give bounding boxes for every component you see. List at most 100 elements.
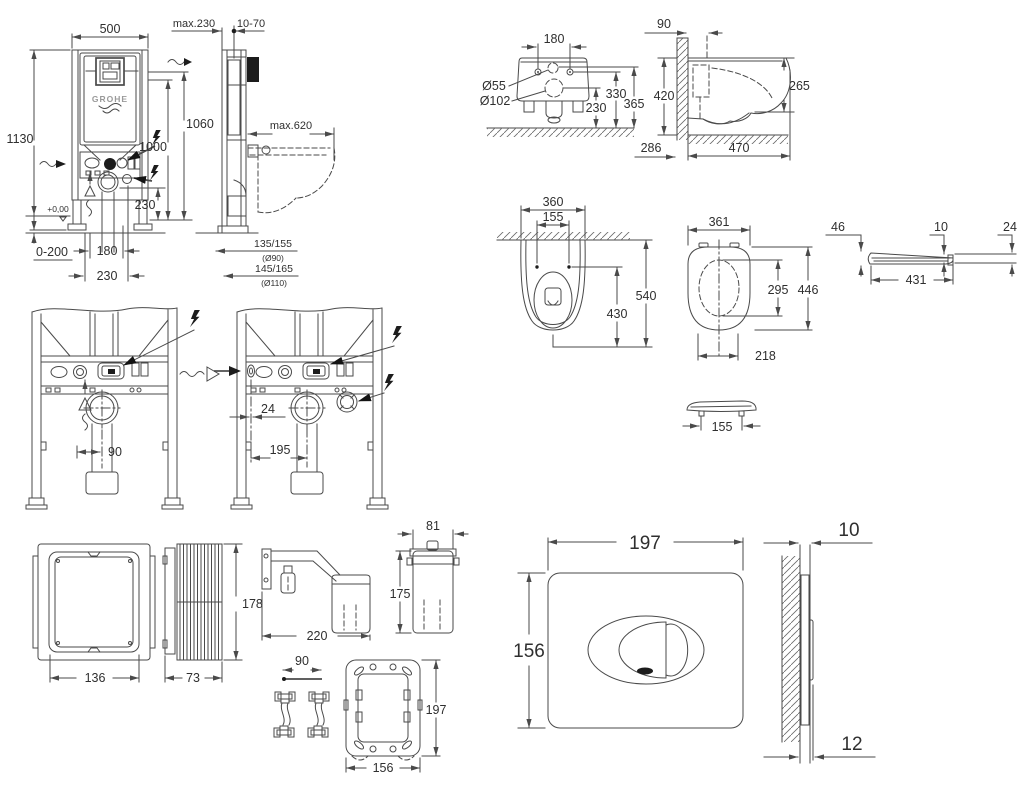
anchor-icon	[307, 691, 330, 738]
ground-hatch	[688, 135, 788, 144]
dim-label: 178	[242, 597, 263, 611]
dim-label: 540	[636, 289, 657, 303]
dim-label: 265	[789, 79, 810, 93]
bowl-side-view: 90 420 286 265 470	[634, 17, 810, 161]
dim-label: 230	[135, 198, 156, 212]
dim-label: (Ø110)	[261, 278, 287, 288]
install-step-1: 90	[25, 307, 220, 510]
dim-label: 81	[426, 519, 440, 533]
service-box-front: 136	[32, 543, 156, 685]
dim-label: max.230	[173, 18, 215, 30]
install-step-2: 24 195	[214, 307, 402, 510]
plate-profile	[800, 574, 810, 726]
dim-label: 286	[641, 141, 662, 155]
dim-label: 180	[544, 32, 565, 46]
dim-label: 431	[906, 273, 927, 287]
dim-label: 1130	[7, 132, 34, 146]
dim-label: 430	[607, 307, 628, 321]
dim-label: 1000	[139, 140, 167, 154]
dim-label: 10	[838, 520, 859, 541]
dim-label: 73	[186, 671, 200, 685]
dim-label: 90	[295, 654, 309, 668]
dim-label: 361	[709, 215, 730, 229]
button-profile	[808, 619, 814, 681]
lid-profile-view: 155	[682, 400, 761, 434]
dim-label: 195	[270, 443, 291, 457]
lightning-icon	[150, 165, 159, 181]
dim-label: 10	[934, 220, 948, 234]
flush-button-small[interactable]	[665, 623, 689, 677]
dim-label: Ø55	[482, 79, 506, 93]
dim-label: 12	[841, 734, 862, 755]
dim-label: 330	[606, 87, 627, 101]
lightning-icon	[392, 326, 402, 344]
bowl-outline-dashed	[247, 147, 336, 214]
frame-front-view: GROHE 500 1130 1060 1000 230 180 230 0-2…	[7, 22, 214, 283]
dim-label: 0-200	[36, 245, 68, 259]
dim-label: 295	[768, 283, 789, 297]
supply-arrow-icon	[56, 160, 66, 168]
dim-label: 197	[426, 703, 447, 717]
dim-label: 24	[261, 402, 275, 416]
dim-label: 360	[543, 195, 564, 209]
seat-profile-view: 46 10 24 431	[825, 220, 1017, 287]
fixing-anchors	[273, 691, 330, 738]
wall-hatch	[782, 556, 800, 742]
fix-point-arrow-icon	[229, 366, 241, 376]
dim-label: 145/165	[255, 263, 293, 275]
dim-label: 175	[390, 587, 411, 601]
bowl-rear-view: Ø55 Ø102 180 230 330 365	[480, 32, 645, 137]
mounting-frame: 197 156	[343, 659, 447, 775]
grohe-logo: GROHE	[92, 94, 128, 104]
wall-hatch	[677, 38, 688, 140]
dim-label: 470	[729, 141, 750, 155]
dim-label: 156	[513, 641, 545, 662]
dim-label: (Ø90)	[262, 253, 284, 263]
anchor-icon	[273, 691, 296, 738]
dim-label: 156	[373, 761, 394, 775]
dim-label: 220	[307, 629, 328, 643]
flush-plate-front: 197 156	[513, 533, 744, 729]
dim-label: 24	[1003, 220, 1017, 234]
flush-bend-bracket: 220	[261, 548, 371, 643]
seat-top-view: 361 295 446 218	[687, 215, 819, 363]
supply-arrow-icon	[184, 58, 192, 66]
dim-label: 180	[97, 244, 118, 258]
flow-squiggle-icon	[179, 371, 205, 377]
lightning-icon	[190, 310, 200, 328]
bowl-top-view: 360 155 540 430	[496, 195, 657, 348]
flush-plate-side: 10 12	[763, 520, 876, 764]
dim-label: Ø102	[480, 94, 511, 108]
dim-label: 197	[629, 533, 661, 554]
water-squiggle-icon	[86, 199, 92, 217]
dim-label: 230	[97, 269, 118, 283]
dim-label: 90	[108, 445, 122, 459]
dim-label: 1060	[186, 117, 214, 131]
filter-cartridge: 81 175	[390, 519, 469, 634]
flush-button-large[interactable]	[618, 621, 667, 679]
wall-hatch	[497, 232, 630, 240]
dim-label: 155	[543, 210, 564, 224]
dim-label: 230	[586, 101, 607, 115]
dim-label: 135/155	[254, 238, 292, 250]
water-squiggle-icon	[82, 413, 88, 431]
dim-label: 10-70	[237, 18, 265, 30]
threaded-rod: 90	[282, 654, 322, 681]
dim-label: 90	[657, 17, 671, 31]
dim-label: 365	[624, 97, 645, 111]
ground-hatch	[487, 128, 634, 137]
dim-label: max.620	[270, 120, 312, 132]
frame-side-view: max.230 10-70 max.620 135/155 (Ø90) 145/…	[167, 18, 336, 288]
dim-label: 155	[712, 420, 733, 434]
dim-label: 500	[100, 22, 121, 36]
dim-label: +0,00	[47, 204, 69, 214]
glue-bottle-icon	[283, 565, 293, 574]
lightning-icon	[384, 374, 394, 392]
supply-squiggle-icon	[39, 161, 57, 167]
dim-label: 46	[831, 220, 845, 234]
next-step-arrow-icon	[206, 366, 220, 382]
dim-label: 446	[798, 283, 819, 297]
dim-label: 136	[85, 671, 106, 685]
